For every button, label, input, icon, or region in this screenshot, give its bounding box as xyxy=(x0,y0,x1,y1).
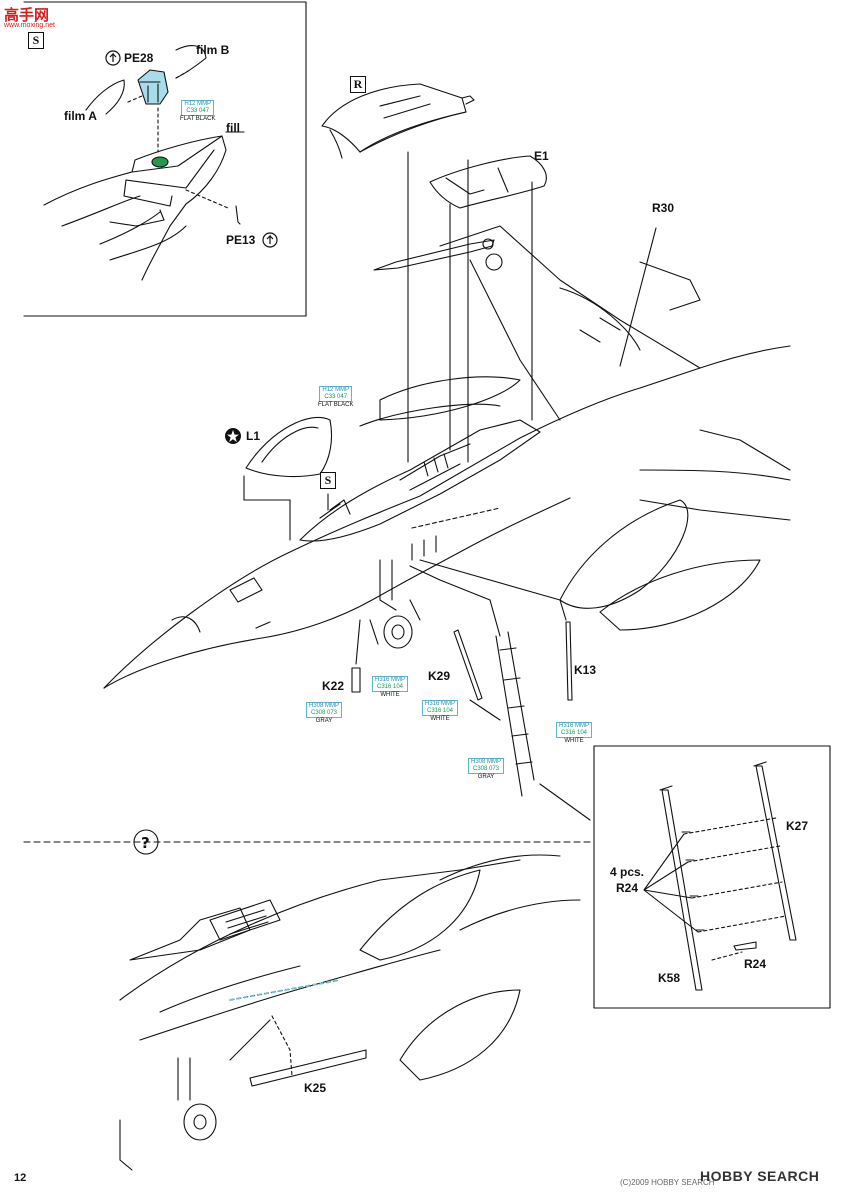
watermark-url: www.moxing.net xyxy=(4,22,55,29)
paint-callout-canopy: H12 MMP C33 047 FLAT BLACK xyxy=(318,386,354,408)
k25-part xyxy=(249,1049,367,1087)
badge-r: R xyxy=(350,76,366,93)
cockpit-opening xyxy=(299,419,541,542)
pe28-part xyxy=(137,69,169,105)
label-pe28: PE28 xyxy=(124,51,154,65)
label-k29: K29 xyxy=(428,669,451,683)
option-circle xyxy=(133,829,159,855)
inset-frame-bottom-right xyxy=(593,745,831,1009)
k13-part xyxy=(565,621,573,701)
label-pe13: PE13 xyxy=(226,233,256,247)
label-k22: K22 xyxy=(322,679,345,693)
film-a-part xyxy=(85,79,125,115)
pe13-part xyxy=(235,205,241,225)
k29-part xyxy=(453,629,483,701)
label-e1: E1 xyxy=(534,149,549,163)
label-film-a: film A xyxy=(64,109,97,123)
k58-part xyxy=(661,789,703,991)
brand-credit: (C)2009 HOBBY SEARCH xyxy=(620,1178,715,1187)
inset-frame-top-left xyxy=(23,1,307,317)
label-k27: K27 xyxy=(786,819,809,833)
paint-callout-k22-gray: H308 MMP C308 073 GRAY xyxy=(306,702,343,725)
nose-gear xyxy=(379,559,397,611)
paint-callout-k29-white: H316 MMP C316 104 WHITE xyxy=(422,700,459,723)
label-qty: 4 pcs. xyxy=(610,865,645,879)
k27-part xyxy=(755,765,797,941)
seat-green xyxy=(151,156,169,168)
paint-callout-ladder-gray: H308 MMP C308 073 GRAY xyxy=(468,758,505,781)
label-r30: R30 xyxy=(652,201,675,215)
watermark-logo: 高手网 xyxy=(4,7,50,24)
label-k58: K58 xyxy=(658,971,681,985)
page-number: 12 xyxy=(14,1172,27,1184)
brand-logo: HOBBY SEARCH xyxy=(700,1168,820,1184)
label-l1: L1 xyxy=(246,429,261,443)
paint-callout-k13-white: H316 MMP C316 104 WHITE xyxy=(556,722,593,745)
fuselage-lower xyxy=(103,497,571,689)
k22-part xyxy=(351,667,361,693)
label-k13: K13 xyxy=(574,663,597,677)
option-question-icon: ? xyxy=(141,834,150,852)
canopy-l1-part xyxy=(245,416,333,477)
bottom-cockpit xyxy=(129,907,251,961)
label-film-b: film B xyxy=(196,43,230,57)
paint-callout-k22-white: H316 MMP C316 104 WHITE xyxy=(372,676,409,699)
label-fill: fill xyxy=(226,121,240,135)
fuselage-upper xyxy=(103,345,791,689)
inset-cockpit-sill xyxy=(43,135,227,281)
missile xyxy=(373,239,495,271)
nose-wheel xyxy=(383,615,413,649)
e1-part xyxy=(429,155,547,209)
label-r24-a: R24 xyxy=(616,881,639,895)
paint-callout-inset: H12 MMP C33 047 FLAT BLACK xyxy=(180,100,216,122)
walkway-highlight xyxy=(229,979,341,1001)
inset-badge-s: S xyxy=(28,32,44,49)
label-k25: K25 xyxy=(304,1081,327,1095)
badge-s: S xyxy=(320,472,336,489)
label-r24-b: R24 xyxy=(744,957,767,971)
bottom-fuselage-upper xyxy=(119,859,521,1001)
